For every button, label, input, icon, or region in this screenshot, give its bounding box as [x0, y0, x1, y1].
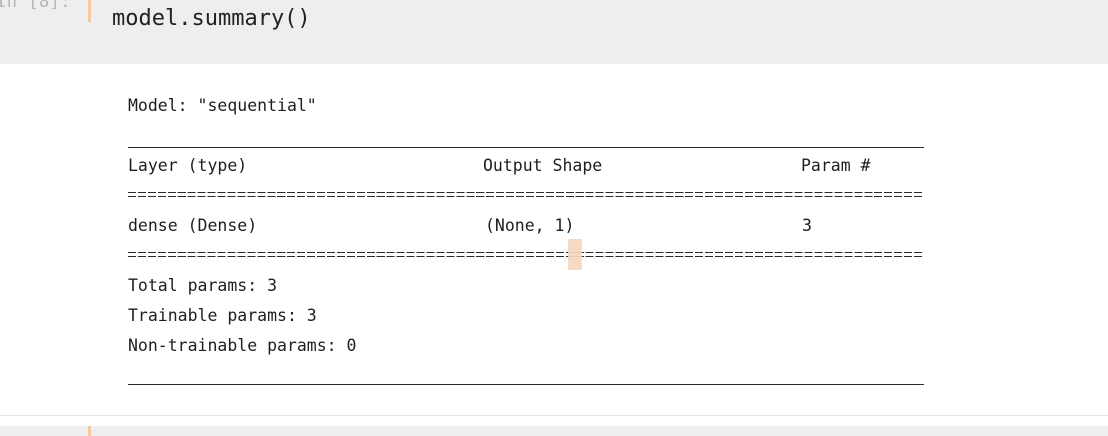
footer-double-rule	[128, 250, 924, 259]
row-layer: dense (Dense)	[128, 216, 258, 235]
code-cell[interactable]: In [8]: model.summary()	[0, 0, 1108, 64]
next-cell-bar	[88, 426, 91, 436]
model-name-line: Model: "sequential"	[128, 96, 317, 115]
table-top-rule	[128, 147, 924, 148]
next-code-cell[interactable]	[0, 426, 1108, 436]
cell-prompt: In [8]:	[0, 0, 72, 12]
header-double-rule	[128, 190, 924, 199]
trainable-params: Trainable params: 3	[128, 306, 317, 325]
table-bottom-rule	[128, 384, 924, 385]
header-param-count: Param #	[801, 156, 871, 175]
non-trainable-params: Non-trainable params: 0	[128, 336, 357, 355]
code-input[interactable]: model.summary()	[112, 6, 311, 31]
text-cursor-highlight	[568, 239, 582, 270]
cell-selection-bar	[88, 0, 91, 22]
header-layer: Layer (type)	[128, 156, 248, 175]
cell-output: Model: "sequential" Layer (type) Output …	[0, 64, 1108, 416]
header-output-shape: Output Shape	[483, 156, 603, 175]
cell-divider	[0, 415, 1108, 416]
total-params: Total params: 3	[128, 276, 278, 295]
row-output-shape: (None, 1)	[485, 216, 575, 235]
row-param-count: 3	[802, 216, 812, 235]
